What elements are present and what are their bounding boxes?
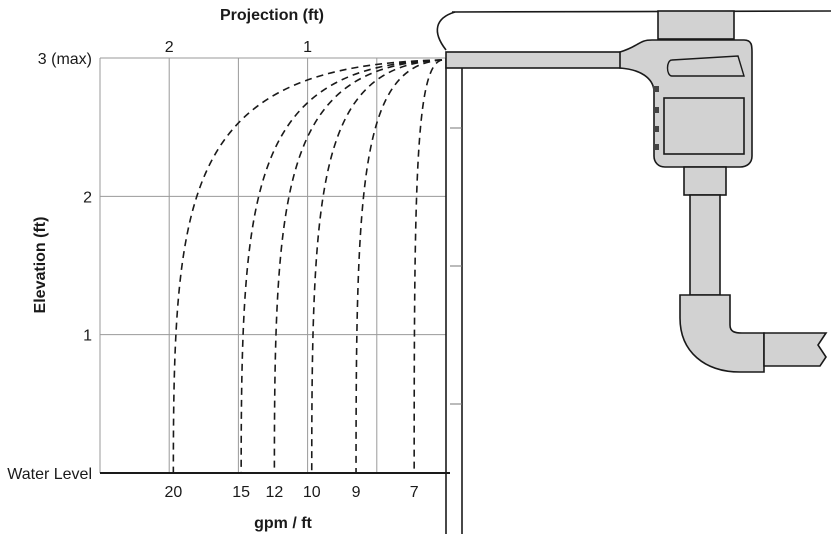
riser-pipe [689,194,721,296]
pool-deck-line [451,10,831,13]
screw-2 [653,107,659,113]
projection-tick-2: 2 [165,39,174,56]
wall-tick-marks [450,127,462,405]
gpm-ticks: 20 15 12 10 9 7 [164,484,418,501]
elevation-tick-2: 2 [83,189,92,206]
light-window [663,97,745,155]
mount-top [657,10,735,40]
flow-curve-9-gpm [355,59,443,474]
screw-4 [653,144,659,150]
gpm-label-7: 7 [410,484,419,501]
pipe-elbow [679,294,765,373]
gpm-label-20: 20 [164,484,182,501]
flow-curve-15-gpm [240,59,443,474]
laminar-nozzle [445,10,828,373]
elevation-tick-3-max-: 3 (max) [38,51,92,68]
gpm-label-12: 12 [265,484,283,501]
gpm-label-15: 15 [232,484,250,501]
pool-coping [436,11,456,51]
screw-1 [653,86,659,92]
outlet-pipe [763,332,828,367]
screw-3 [653,126,659,132]
coupling [683,166,727,196]
gpm-axis-title: gpm / ft [254,515,312,532]
elevation-tick-1: 1 [83,328,92,345]
grid [99,57,446,473]
projection-tick-1: 1 [303,39,312,56]
elevation-tick-water-level: Water Level [7,466,92,483]
nozzle-pipe [445,51,625,69]
projection-axis-title: Projection (ft) [220,7,324,24]
gpm-label-9: 9 [352,484,361,501]
flow-curves [172,59,443,474]
flow-curve-7-gpm [413,59,443,474]
nozzle-slot [666,55,745,77]
gpm-label-10: 10 [303,484,321,501]
flow-curve-20-gpm [172,59,443,474]
elevation-axis-title: Elevation (ft) [32,217,49,314]
